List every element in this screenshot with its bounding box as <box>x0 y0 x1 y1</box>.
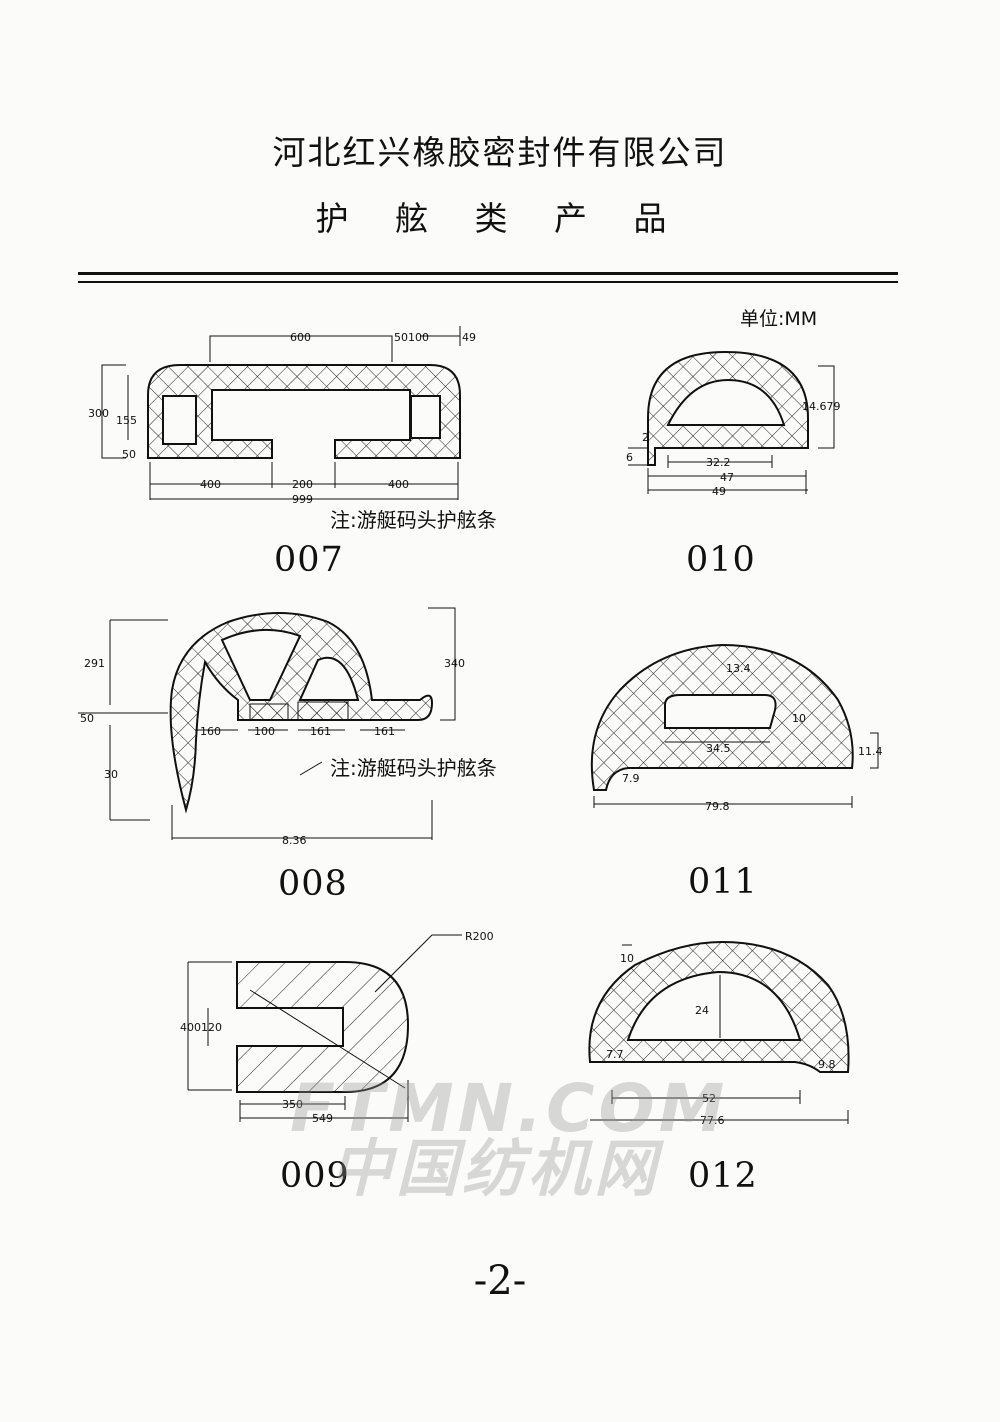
watermark-domain: FTMN.COM <box>290 1070 729 1147</box>
profile-008-drawing <box>78 607 456 840</box>
profile-007-drawing <box>101 326 461 500</box>
dim-011-10: 10 <box>792 712 806 725</box>
dim-012-77-6: 77.6 <box>700 1114 725 1127</box>
header-rule-bottom <box>78 281 898 283</box>
dim-010-32-2: 32.2 <box>706 456 731 469</box>
product-code-008: 008 <box>278 864 348 904</box>
dim-008-161b: 161 <box>374 725 395 738</box>
dim-011-7-9: 7.9 <box>622 772 640 785</box>
note-008: 注:游艇码头护舷条 <box>330 756 497 780</box>
dim-007-155: 155 <box>116 414 137 427</box>
company-name: 河北红兴橡胶密封件有限公司 <box>272 133 728 172</box>
profile-010-drawing <box>628 350 835 494</box>
product-code-007: 007 <box>274 540 344 580</box>
product-code-011: 011 <box>688 862 758 902</box>
dimension-labels: 600 50100 49 300 155 50 400 200 400 999 … <box>80 331 883 1127</box>
watermark-site-name: 中国纺机网 <box>330 1132 661 1205</box>
dim-010-49: 49 <box>712 485 726 498</box>
category-title: 护 舷 类 产 品 <box>315 199 685 238</box>
dim-007-49: 49 <box>462 331 476 344</box>
dim-012-10: 10 <box>620 952 634 965</box>
dim-008-340: 340 <box>444 657 465 670</box>
dim-007-999: 999 <box>292 493 313 506</box>
dim-008-160: 160 <box>200 725 221 738</box>
dim-011-13-4: 13.4 <box>726 662 751 675</box>
dim-007-600: 600 <box>290 331 311 344</box>
dim-010-47: 47 <box>720 471 734 484</box>
dim-010-2: 2 <box>642 431 649 444</box>
dim-009-549: 549 <box>312 1112 333 1125</box>
product-code-009: 009 <box>280 1156 350 1196</box>
dim-007-400a: 400 <box>200 478 221 491</box>
dim-009-350: 350 <box>282 1098 303 1111</box>
dim-012-7-7: 7.7 <box>606 1048 624 1061</box>
page-number: -2- <box>473 1258 527 1304</box>
dim-011-11-4: 11.4 <box>858 745 883 758</box>
dim-009-r200: R200 <box>465 930 494 943</box>
dim-009-400-120: 400120 <box>180 1021 222 1034</box>
profile-012-drawing <box>588 940 850 1124</box>
header-rule-top <box>78 272 898 275</box>
dim-012-52: 52 <box>702 1092 716 1105</box>
unit-label: 单位:MM <box>740 308 818 330</box>
profile-009-drawing <box>187 934 462 1122</box>
dim-011-34-5: 34.5 <box>706 742 731 755</box>
dim-007-200: 200 <box>292 478 313 491</box>
dim-008-291: 291 <box>84 657 105 670</box>
product-code-012: 012 <box>688 1156 758 1196</box>
dim-007-300: 300 <box>88 407 109 420</box>
dim-010-6: 6 <box>626 451 633 464</box>
dim-008-50: 50 <box>80 712 94 725</box>
dim-007-400b: 400 <box>388 478 409 491</box>
product-code-010: 010 <box>686 540 756 580</box>
dim-008-8-36: 8.36 <box>282 834 307 847</box>
dim-011-79-8: 79.8 <box>705 800 730 813</box>
dim-012-24: 24 <box>695 1004 709 1017</box>
note-007: 注:游艇码头护舷条 <box>330 508 497 532</box>
dim-008-30: 30 <box>104 768 118 781</box>
dim-010-14679: 14.679 <box>802 400 841 413</box>
dim-008-161a: 161 <box>310 725 331 738</box>
profile-011-drawing <box>590 643 879 808</box>
dim-012-9-8: 9.8 <box>818 1058 836 1071</box>
dim-008-100: 100 <box>254 725 275 738</box>
dim-007-50: 50 <box>122 448 136 461</box>
dim-007-50-100: 50100 <box>394 331 429 344</box>
